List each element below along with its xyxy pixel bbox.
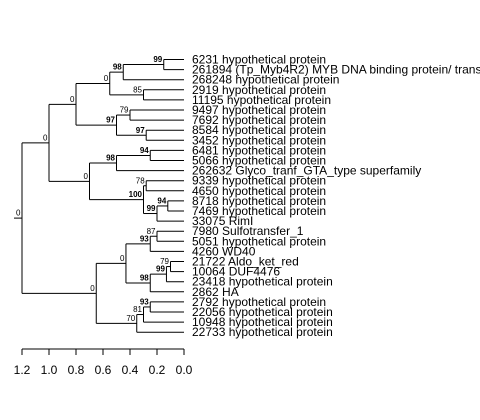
bootstrap-A1: 0	[70, 95, 75, 104]
bootstrap-root: 0	[16, 209, 21, 218]
bootstrap-labels: 0000989985977997098941007899940093879899…	[16, 55, 169, 323]
tip-label: 5066 hypothetical protein	[192, 154, 326, 168]
tip-label: 9339 hypothetical protein	[192, 174, 326, 188]
tip-label: 22733 hypothetical protein	[192, 325, 333, 339]
bootstrap-B1b: 98	[140, 273, 149, 282]
bootstrap-A2a: 98	[106, 154, 115, 163]
bootstrap-A1a1: 98	[113, 63, 122, 72]
tip-label: 22056 hypothetical protein	[192, 305, 333, 319]
tip-label: 33075 RimI	[192, 214, 253, 228]
tip-label: 3452 hypothetical protein	[192, 133, 326, 147]
bootstrap-A1a: 0	[104, 74, 109, 83]
tip-label: 4260 WD40	[192, 244, 256, 258]
bootstrap-A2b1: 78	[136, 176, 145, 185]
axis-tick-label: 0.2	[149, 363, 166, 377]
tip-label: 8718 hypothetical protein	[192, 194, 326, 208]
bootstrap-B: 0	[90, 284, 95, 293]
bootstrap-B1a1: 87	[147, 227, 156, 236]
scale-axis: 1.2 1.0 0.8 0.6 0.4 0.2 0.0	[14, 348, 193, 377]
tip-label: 6231 hypothetical protein	[192, 53, 326, 67]
bootstrap-B2a1: 93	[140, 297, 149, 306]
tip-label: 2792 hypothetical protein	[192, 295, 326, 309]
bootstrap-B1b1x: 79	[160, 257, 169, 266]
axis-tick-label: 1.0	[41, 363, 58, 377]
bootstrap-B1b1: 99	[156, 265, 165, 274]
tip-label: 8584 hypothetical protein	[192, 123, 326, 137]
tip-label: 7980 Sulfotransfer_1	[192, 224, 304, 238]
tip-label: 268248 hypothetical protein	[192, 73, 339, 87]
tip-label: 2919 hypothetical protein	[192, 83, 326, 97]
tip-label: 11195 hypothetical protein	[192, 93, 331, 107]
axis-tick-label: 0.4	[122, 363, 139, 377]
bootstrap-A2b: 100	[129, 190, 143, 199]
tip-label: 23418 hypothetical protein	[192, 275, 333, 289]
bootstrap-B2a: 81	[133, 305, 142, 314]
axis-tick-label: 0.0	[176, 363, 193, 377]
tip-label: 9497 hypothetical protein	[192, 103, 326, 117]
axis-tick-label: 0.6	[95, 363, 112, 377]
bootstrap-A2: 0	[84, 172, 89, 181]
tip-label: 262632 Glyco_tranf_GTA_type superfamily	[192, 164, 421, 178]
bootstrap-A2a1: 94	[140, 146, 149, 155]
bootstrap-A1b2: 97	[136, 126, 145, 135]
bootstrap-A1b: 97	[106, 116, 115, 125]
tip-label: 7469 hypothetical protein	[192, 204, 326, 218]
tip-label: 7692 hypothetical protein	[192, 113, 326, 127]
tip-label: 2862 HA	[192, 285, 239, 299]
bootstrap-A1a1x: 99	[153, 55, 162, 64]
tip-label: 5051 hypothetical protein	[192, 234, 326, 248]
axis-tick-label: 1.2	[14, 363, 31, 377]
axis-tick-label: 0.8	[68, 363, 85, 377]
tip-label: 6481 hypothetical protein	[192, 143, 326, 157]
bootstrap-A2b2: 99	[147, 204, 156, 213]
bootstrap-B1a: 93	[140, 234, 149, 243]
tree-branches	[14, 59, 184, 333]
bootstrap-B2: 70	[126, 314, 135, 323]
tip-label: 261894 (Tp_Myb4R2) MYB DNA binding prote…	[192, 63, 480, 77]
tip-label: 10948 hypothetical protein	[192, 315, 333, 329]
bootstrap-B1: 0	[120, 254, 125, 263]
bootstrap-A1b1: 79	[120, 106, 129, 115]
tip-label: 4650 hypothetical protein	[192, 184, 326, 198]
bootstrap-A1a2: 85	[133, 85, 142, 94]
tip-label: 21722 Aldo_ket_red	[192, 255, 299, 269]
tip-label: 10064 DUF4476	[192, 265, 280, 279]
bootstrap-A: 0	[43, 133, 48, 142]
bootstrap-A2b2x: 94	[157, 196, 166, 205]
